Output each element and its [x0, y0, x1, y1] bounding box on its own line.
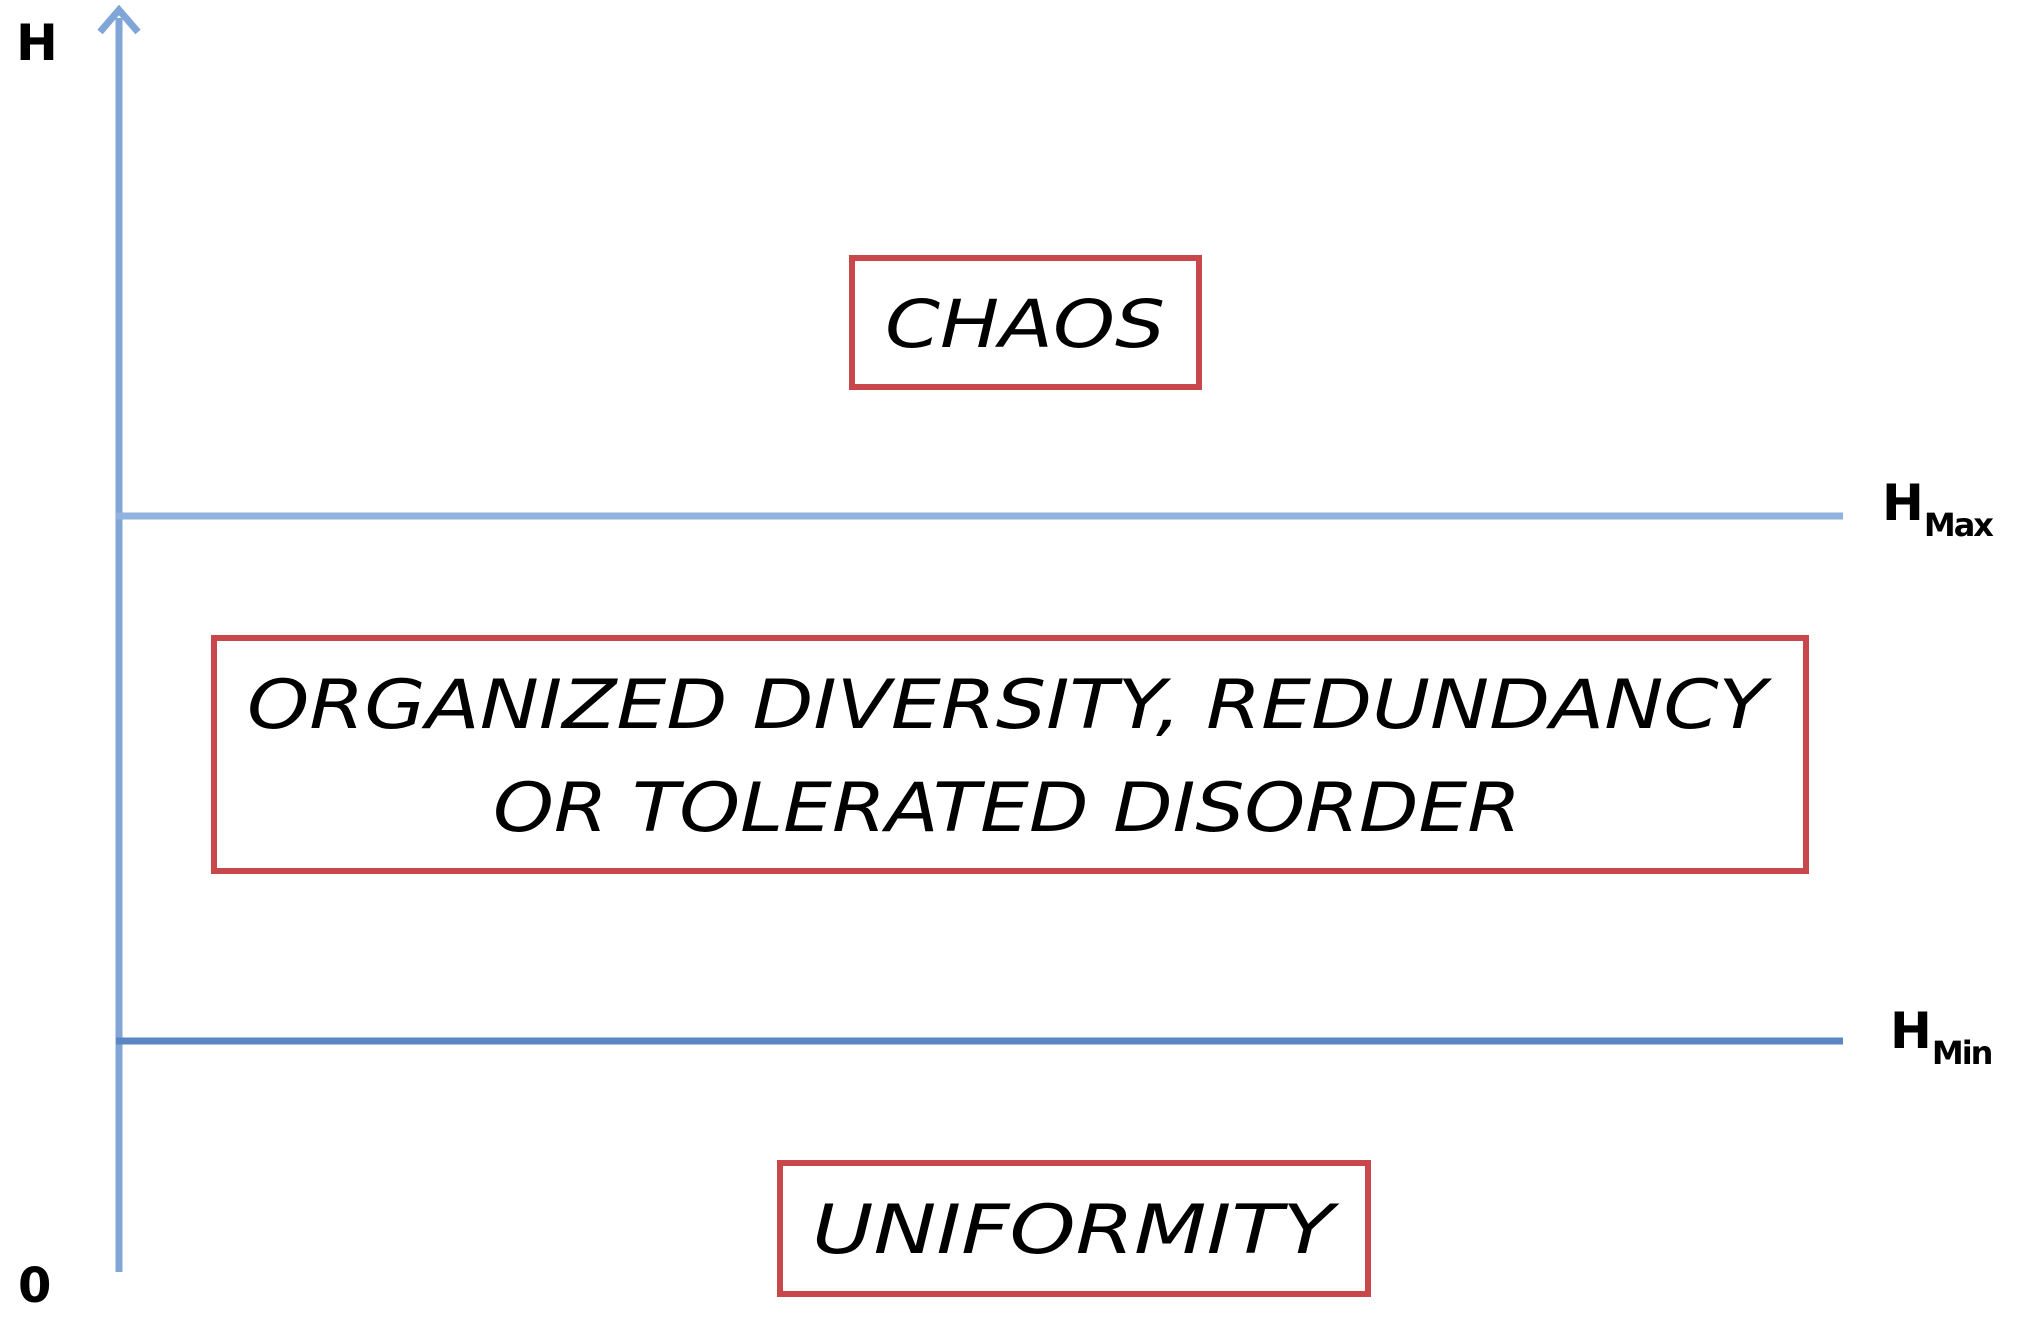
hmax-label-sub: Max — [1924, 506, 1994, 544]
uniformity-box — [777, 1160, 1371, 1297]
y-axis-arrow-icon — [97, 4, 141, 35]
hmin-label: HMin — [1890, 1002, 1992, 1072]
hmin-label-base: H — [1890, 1002, 1932, 1060]
organized-diversity-box — [211, 635, 1809, 874]
uniformity-label: UNIFORMITY — [812, 1191, 1339, 1270]
organized-diversity-line2: OR TOLERATED DISORDER — [493, 769, 1521, 848]
y-axis-label: H — [16, 14, 58, 72]
chaos-box — [849, 255, 1202, 390]
origin-label: 0 — [18, 1258, 51, 1314]
hmin-label-sub: Min — [1932, 1034, 1992, 1072]
hmax-label: HMax — [1882, 474, 1994, 544]
chaos-label: CHAOS — [885, 286, 1165, 363]
hmax-label-base: H — [1882, 474, 1924, 532]
organized-diversity-line1: ORGANIZED DIVERSITY, REDUNDANCY — [247, 666, 1772, 745]
